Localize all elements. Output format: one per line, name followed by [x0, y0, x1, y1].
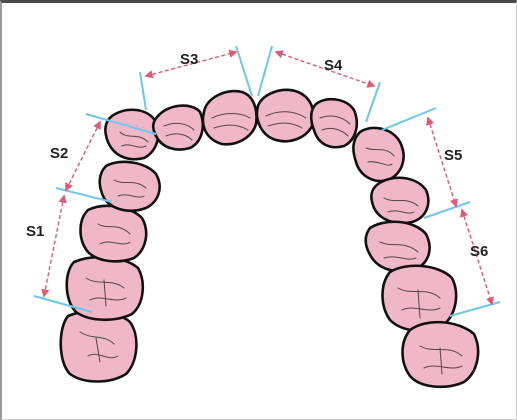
- label-s5: S5: [444, 147, 462, 164]
- label-s3: S3: [180, 51, 198, 68]
- boundary-left-canine-tip: [140, 72, 146, 110]
- tooth-left-second-premolar: [81, 206, 147, 262]
- tooth-right-first-molar: [383, 266, 457, 331]
- measure-s2: [66, 122, 100, 190]
- tooth-right-first-premolar: [371, 178, 428, 223]
- boundary-right-canine-tip: [366, 82, 380, 122]
- boundary-right-distal-s6: [450, 302, 500, 316]
- tooth-right-second-molar: [403, 322, 479, 387]
- boundary-midline-right: [258, 46, 272, 96]
- measure-s1: [44, 196, 64, 296]
- label-s2: S2: [50, 145, 68, 162]
- tooth-right-second-premolar: [366, 222, 430, 272]
- tooth-left-central-incisor: [203, 91, 257, 144]
- label-s1: S1: [26, 223, 44, 240]
- boundary-right-s5-s6: [424, 202, 470, 218]
- tooth-left-lateral-incisor: [153, 106, 203, 150]
- tooth-left-second-molar: [61, 311, 137, 381]
- label-s4: S4: [324, 57, 343, 74]
- tooth-left-first-molar: [67, 257, 143, 320]
- tooth-right-canine: [353, 128, 403, 181]
- tooth-right-lateral-incisor: [311, 99, 357, 147]
- tooth-left-canine: [105, 110, 158, 159]
- label-s6: S6: [470, 243, 488, 260]
- tooth-left-first-premolar: [100, 162, 160, 211]
- boundary-midline-left: [236, 46, 252, 96]
- tooth-right-central-incisor: [257, 90, 313, 141]
